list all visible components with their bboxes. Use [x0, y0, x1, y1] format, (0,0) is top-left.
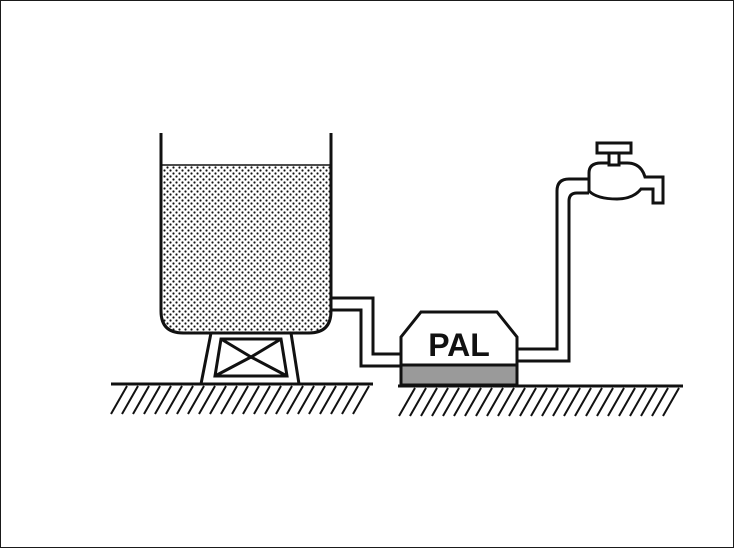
hatch-line	[187, 385, 205, 415]
tank-stand-icon	[199, 331, 301, 386]
hatch-line	[563, 387, 581, 417]
hatch-line	[330, 385, 348, 415]
hatch-line	[442, 387, 460, 417]
hatch-line	[253, 385, 271, 415]
inlet-pipe	[331, 296, 407, 368]
hatch-line	[651, 387, 669, 417]
hatch-line	[319, 385, 337, 415]
hatch-line	[508, 387, 526, 417]
hatch-line	[165, 385, 183, 415]
hatch-line	[209, 385, 227, 415]
hatch-line	[607, 387, 625, 417]
hatch-line	[409, 387, 427, 417]
hatch-line	[629, 387, 647, 417]
hatch-line	[596, 387, 614, 417]
faucet-icon	[587, 141, 665, 205]
hatch-line	[242, 385, 260, 415]
hatch-line	[352, 385, 370, 415]
hatch-line	[475, 387, 493, 417]
hatch-line	[431, 387, 449, 417]
pump-label: PAL	[428, 327, 490, 363]
hatch-line	[662, 387, 680, 417]
storage-tank-icon	[159, 133, 333, 335]
hatch-line	[640, 387, 658, 417]
hatch-line	[585, 387, 603, 417]
ground-left	[110, 382, 373, 415]
hatch-line	[110, 385, 128, 415]
hatch-line	[264, 385, 282, 415]
hatch-line	[176, 385, 194, 415]
pump-unit-icon: PAL	[399, 310, 519, 387]
hatch-line	[231, 385, 249, 415]
hatch-line	[453, 387, 471, 417]
hatch-line	[420, 387, 438, 417]
hatch-line	[486, 387, 504, 417]
hatch-line	[497, 387, 515, 417]
hatch-line	[398, 387, 416, 417]
hatch-line	[618, 387, 636, 417]
pump-base	[399, 363, 519, 387]
hatch-line	[541, 387, 559, 417]
ground-right	[398, 384, 683, 417]
hatch-line	[574, 387, 592, 417]
outlet-pipe	[517, 177, 589, 363]
hatch-line	[154, 385, 172, 415]
hatch-line	[220, 385, 238, 415]
hatch-line	[552, 387, 570, 417]
hatch-line	[297, 385, 315, 415]
hatch-line	[198, 385, 216, 415]
hatch-line	[286, 385, 304, 415]
hatch-line	[530, 387, 548, 417]
hatch-line	[519, 387, 537, 417]
hatch-line	[308, 385, 326, 415]
hatch-line	[341, 385, 359, 415]
hatch-line	[132, 385, 150, 415]
hatch-line	[275, 385, 293, 415]
hatch-line	[464, 387, 482, 417]
hatch-line	[143, 385, 161, 415]
hatch-line	[121, 385, 139, 415]
